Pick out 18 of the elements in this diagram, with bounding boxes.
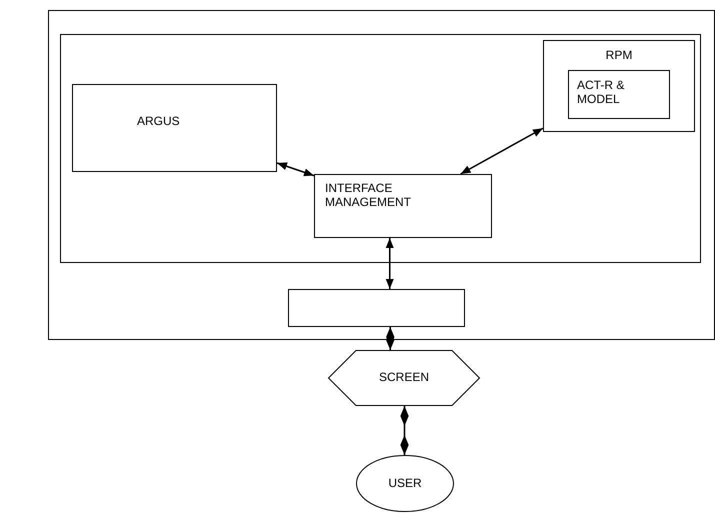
node-label: ACT-R & MODEL — [577, 79, 626, 107]
frame-box — [48, 10, 715, 340]
frame-box — [60, 34, 701, 263]
double-arrow — [460, 128, 544, 175]
diamond-connector — [386, 327, 394, 350]
double-arrow — [386, 238, 394, 289]
component-box — [72, 84, 277, 172]
node-label: INTERFACE MANAGEMENT — [325, 182, 412, 210]
node-label: USER — [388, 476, 422, 490]
double-arrow — [276, 162, 314, 176]
component-box — [568, 70, 670, 119]
component-box — [543, 40, 695, 132]
diamond-connector — [400, 406, 409, 455]
component-box — [314, 174, 492, 238]
node-label: RPM — [606, 49, 632, 63]
node-label: SCREEN — [378, 371, 429, 385]
node-label: ARGUS — [137, 115, 181, 129]
component-box — [288, 289, 465, 327]
